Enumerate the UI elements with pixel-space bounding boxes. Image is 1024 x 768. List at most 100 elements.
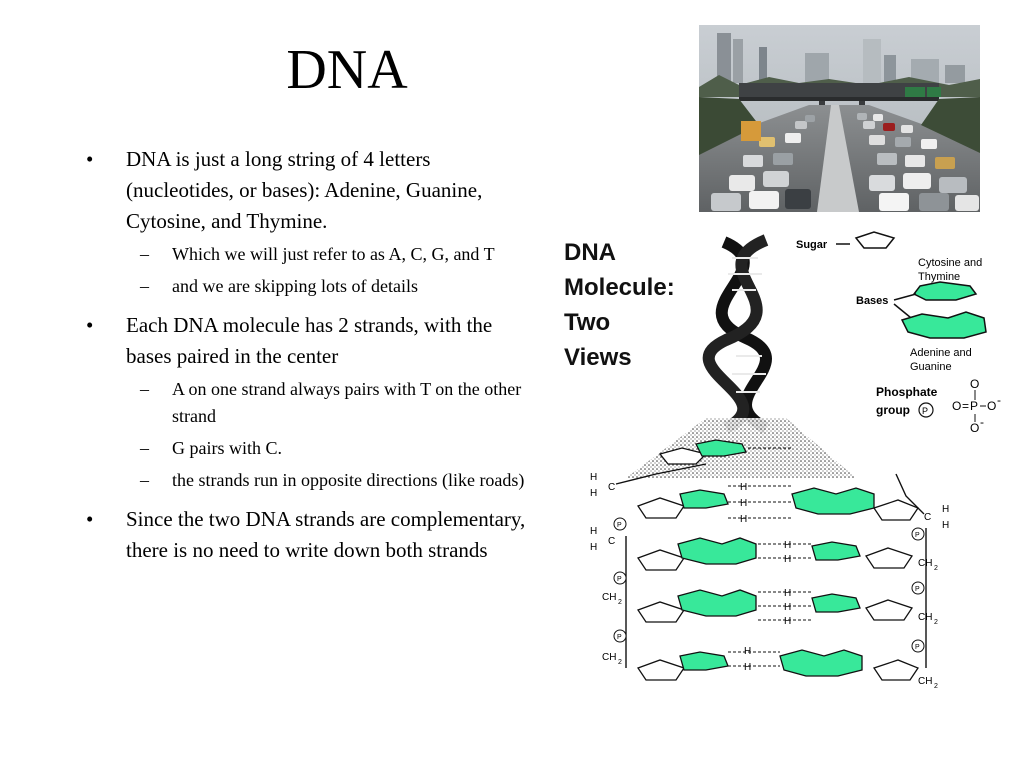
phosphate-symbol: P — [915, 532, 920, 539]
bullet-text: DNA is just a long string of 4 letters (… — [126, 147, 483, 233]
phosphate-group-label: group — [876, 403, 910, 417]
cytosine-thymine-label: Thymine — [918, 271, 960, 283]
base-pair-row: H H H — [637, 588, 914, 627]
minus-sign: - — [997, 393, 1001, 407]
phosphate-structure: O O = P O - O - — [952, 377, 1001, 435]
ch2-label: CH — [918, 612, 932, 623]
flattened-strand-ladder — [615, 463, 927, 668]
phosphate-circle-icon — [613, 517, 627, 531]
sub-bullet-text: the strands run in opposite directions (… — [172, 470, 525, 490]
phosphate-circle-icon — [911, 527, 925, 541]
slide-title: DNA — [286, 39, 408, 101]
minus-sign: - — [980, 415, 984, 429]
hydrogen-label: H — [590, 526, 597, 537]
sub-bullet-list: – A on one strand always pairs with T on … — [126, 376, 526, 494]
hydrogen-label: H — [744, 662, 751, 673]
bullet-text: Since the two DNA strands are complement… — [126, 507, 526, 562]
sub-bullet-text: Which we will just refer to as A, C, G, … — [172, 244, 495, 264]
diagram-heading-line: Views — [564, 344, 632, 371]
bullet-marker: • — [86, 507, 94, 531]
hydrogen-label: H — [784, 602, 791, 613]
hydrogen-label: H — [942, 520, 949, 531]
hydrogen-label: H — [784, 554, 791, 565]
bullet-list: • DNA is just a long string of 4 letters… — [86, 144, 526, 566]
sugar-pentagon-icon — [854, 231, 896, 249]
pyrimidine-base-icon — [912, 281, 978, 301]
carbon-label: C — [608, 482, 615, 493]
hydrogen-label: H — [590, 488, 597, 499]
sub-bullet-item: – G pairs with C. — [126, 435, 526, 462]
sub-bullet-item: –A on one strand always pairs with T on … — [126, 376, 526, 430]
ch2-label: CH — [918, 558, 932, 569]
sub-bullet-text: G pairs with C. — [172, 438, 282, 458]
right-strand-chemistry: C H H P CH 2 P CH 2 P CH 2 — [911, 504, 949, 690]
base-pair-row: H H — [637, 537, 914, 571]
hydrogen-label: H — [590, 542, 597, 553]
base-pair-row: H H H — [637, 482, 919, 525]
subscript-label: 2 — [934, 619, 938, 626]
ch2-label: CH — [918, 676, 932, 687]
dash-marker: – — [140, 244, 149, 264]
phosphorus-label: P — [970, 399, 978, 413]
phosphate-symbol: P — [915, 644, 920, 651]
hydrogen-label: H — [784, 588, 791, 599]
hydrogen-label: H — [740, 498, 747, 509]
diagram-heading-line: DNA — [564, 239, 616, 266]
phosphate-circle-icon — [613, 571, 627, 585]
phosphate-symbol: P — [922, 406, 928, 416]
bullet-text: Each DNA molecule has 2 strands, with th… — [126, 313, 493, 368]
hydrogen-label: H — [784, 540, 791, 551]
oxygen-label: O — [970, 421, 979, 435]
sub-bullet-item: – Which we will just refer to as A, C, G,… — [126, 241, 526, 268]
bullet-marker: • — [86, 147, 94, 171]
sub-bullet-text: and we are skipping lots of details — [172, 276, 418, 296]
oxygen-label: O — [970, 377, 979, 391]
oxygen-label: O — [952, 399, 961, 413]
phosphate-symbol: P — [617, 634, 622, 641]
hydrogen-label: H — [942, 504, 949, 515]
phosphate-circle-icon — [918, 402, 934, 418]
adenine-guanine-label: Adenine and — [910, 347, 972, 359]
oxygen-label: O — [987, 399, 996, 413]
hydrogen-label: H — [784, 616, 791, 627]
subscript-label: 2 — [618, 659, 622, 666]
subscript-label: 2 — [934, 683, 938, 690]
sub-bullet-text: A on one strand always pairs with T on t… — [172, 379, 522, 426]
carbon-label: C — [924, 512, 931, 523]
ch2-label: CH — [602, 592, 616, 603]
purine-base-icon — [900, 311, 987, 339]
phosphate-symbol: P — [617, 576, 622, 583]
bullet-marker: • — [86, 313, 94, 337]
bases-label: Bases — [856, 295, 888, 307]
phosphate-circle-icon — [911, 581, 925, 595]
sub-bullet-list: – Which we will just refer to as A, C, G,… — [126, 241, 526, 300]
sub-bullet-item: – and we are skipping lots of details — [126, 273, 526, 300]
bullet-list-container: • DNA is just a long string of 4 letters… — [86, 144, 526, 576]
phosphate-group-label: Phosphate — [876, 385, 938, 399]
bullet-item: • DNA is just a long string of 4 letters… — [86, 144, 526, 300]
phosphate-circle-icon — [911, 639, 925, 653]
highway-photo-drawing — [699, 25, 980, 212]
dash-marker: – — [140, 438, 149, 458]
dash-marker: – — [140, 470, 149, 490]
ch2-label: CH — [602, 652, 616, 663]
dna-molecule-diagram: DNA Molecule: Two Views Sugar Cytosine a — [556, 228, 1024, 704]
diagram-heading-line: Molecule: — [564, 274, 675, 301]
phosphate-circle-icon — [613, 629, 627, 643]
bullet-item: • Since the two DNA strands are compleme… — [86, 504, 526, 566]
dna-diagram-drawing: DNA Molecule: Two Views Sugar Cytosine a — [564, 231, 1001, 690]
hydrogen-label: H — [744, 646, 751, 657]
sub-bullet-item: – the strands run in opposite directions … — [126, 467, 526, 494]
diagram-heading-line: Two — [564, 309, 610, 336]
subscript-label: 2 — [934, 565, 938, 572]
cytosine-thymine-label: Cytosine and — [918, 257, 982, 269]
hydrogen-label: H — [590, 472, 597, 483]
highway-traffic-photo — [699, 25, 980, 212]
dash-marker: – — [140, 276, 149, 296]
left-strand-chemistry: H H C P H H C P CH 2 P CH 2 — [590, 472, 627, 666]
hydrogen-label: H — [740, 514, 747, 525]
equals-sign: = — [962, 399, 969, 413]
phosphate-symbol: P — [915, 586, 920, 593]
base-pair-row: H H — [637, 646, 919, 681]
phosphate-symbol: P — [617, 522, 622, 529]
